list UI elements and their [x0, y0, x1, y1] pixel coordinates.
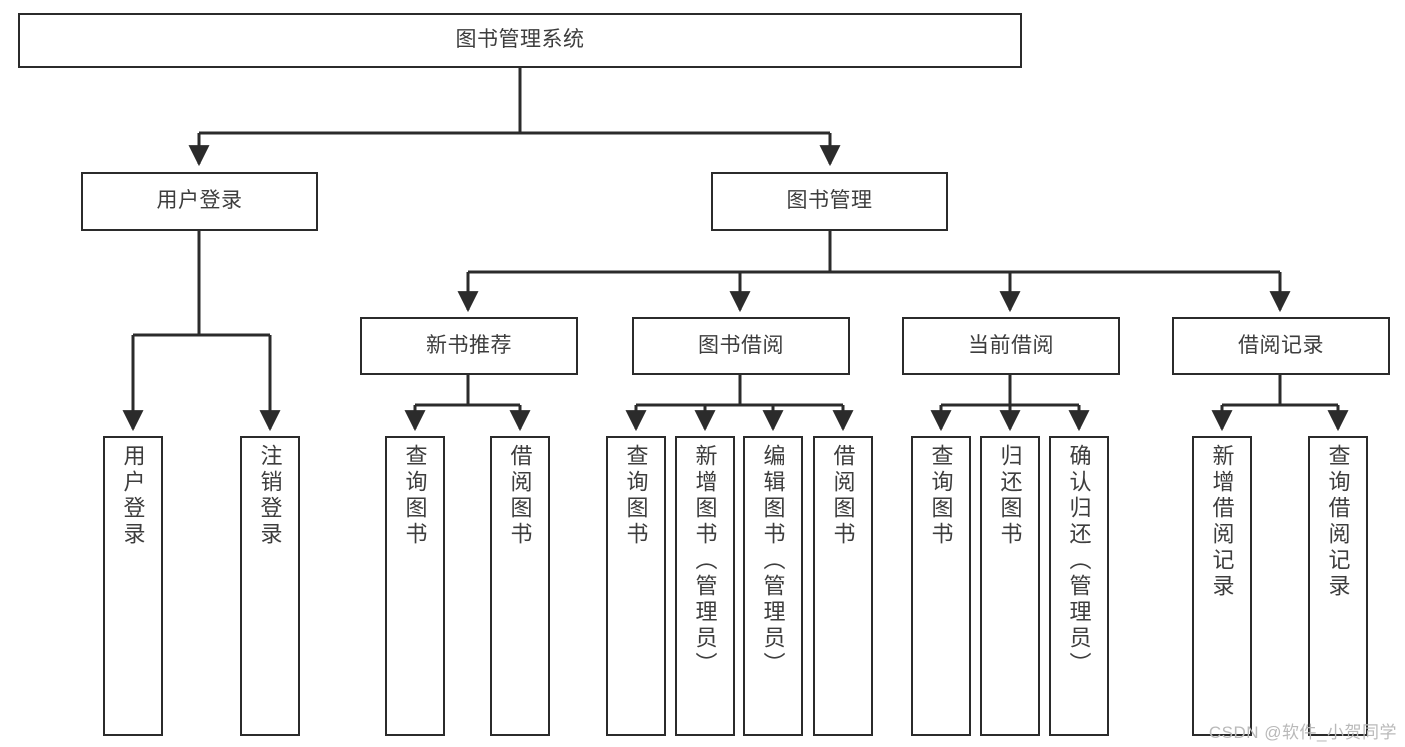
- node-leaf-borrow-book-2[interactable]: 借阅图书: [813, 436, 873, 736]
- node-leaf-edit-book[interactable]: 编辑图书（管理员）: [743, 436, 803, 736]
- node-leaf-user-logout-label: 注销登录: [257, 444, 283, 548]
- node-leaf-query-book-2[interactable]: 查询图书: [606, 436, 666, 736]
- node-leaf-borrow-book-2-label: 借阅图书: [830, 444, 856, 548]
- node-new-book-recommend-label: 新书推荐: [426, 333, 512, 357]
- node-leaf-borrow-book-1-label: 借阅图书: [507, 444, 533, 548]
- node-user-login[interactable]: 用户登录: [81, 172, 318, 231]
- node-borrow-record-label: 借阅记录: [1238, 333, 1324, 357]
- node-leaf-query-book-1[interactable]: 查询图书: [385, 436, 445, 736]
- node-current-borrow-label: 当前借阅: [968, 333, 1054, 357]
- node-leaf-query-record[interactable]: 查询借阅记录: [1308, 436, 1368, 736]
- node-leaf-user-login-label: 用户登录: [120, 444, 146, 548]
- node-leaf-add-record[interactable]: 新增借阅记录: [1192, 436, 1252, 736]
- node-leaf-add-record-label: 新增借阅记录: [1209, 444, 1235, 600]
- node-book-management-label: 图书管理: [786, 189, 873, 213]
- node-leaf-add-book[interactable]: 新增图书（管理员）: [675, 436, 735, 736]
- node-leaf-return-book[interactable]: 归还图书: [980, 436, 1040, 736]
- node-current-borrow[interactable]: 当前借阅: [902, 317, 1120, 375]
- watermark-text: CSDN @软件_小贺同学: [1208, 723, 1397, 742]
- node-borrow-record[interactable]: 借阅记录: [1172, 317, 1390, 375]
- node-root[interactable]: 图书管理系统: [18, 13, 1022, 68]
- node-leaf-query-book-3[interactable]: 查询图书: [911, 436, 971, 736]
- node-leaf-add-book-label: 新增图书（管理员）: [692, 444, 718, 678]
- node-leaf-return-book-label: 归还图书: [997, 444, 1023, 548]
- node-leaf-query-book-3-label: 查询图书: [928, 444, 954, 548]
- node-leaf-query-record-label: 查询借阅记录: [1325, 444, 1351, 600]
- node-leaf-query-book-2-label: 查询图书: [623, 444, 649, 548]
- node-leaf-query-book-1-label: 查询图书: [402, 444, 428, 548]
- node-leaf-user-login[interactable]: 用户登录: [103, 436, 163, 736]
- node-leaf-user-logout[interactable]: 注销登录: [240, 436, 300, 736]
- node-book-borrow-label: 图书借阅: [698, 333, 784, 357]
- node-leaf-edit-book-label: 编辑图书（管理员）: [760, 444, 786, 678]
- node-root-label: 图书管理系统: [455, 28, 585, 52]
- node-book-management[interactable]: 图书管理: [711, 172, 948, 231]
- node-leaf-confirm-return-label: 确认归还（管理员）: [1066, 444, 1092, 678]
- node-book-borrow[interactable]: 图书借阅: [632, 317, 850, 375]
- node-leaf-borrow-book-1[interactable]: 借阅图书: [490, 436, 550, 736]
- node-leaf-confirm-return[interactable]: 确认归还（管理员）: [1049, 436, 1109, 736]
- node-user-login-label: 用户登录: [156, 189, 243, 213]
- node-new-book-recommend[interactable]: 新书推荐: [360, 317, 578, 375]
